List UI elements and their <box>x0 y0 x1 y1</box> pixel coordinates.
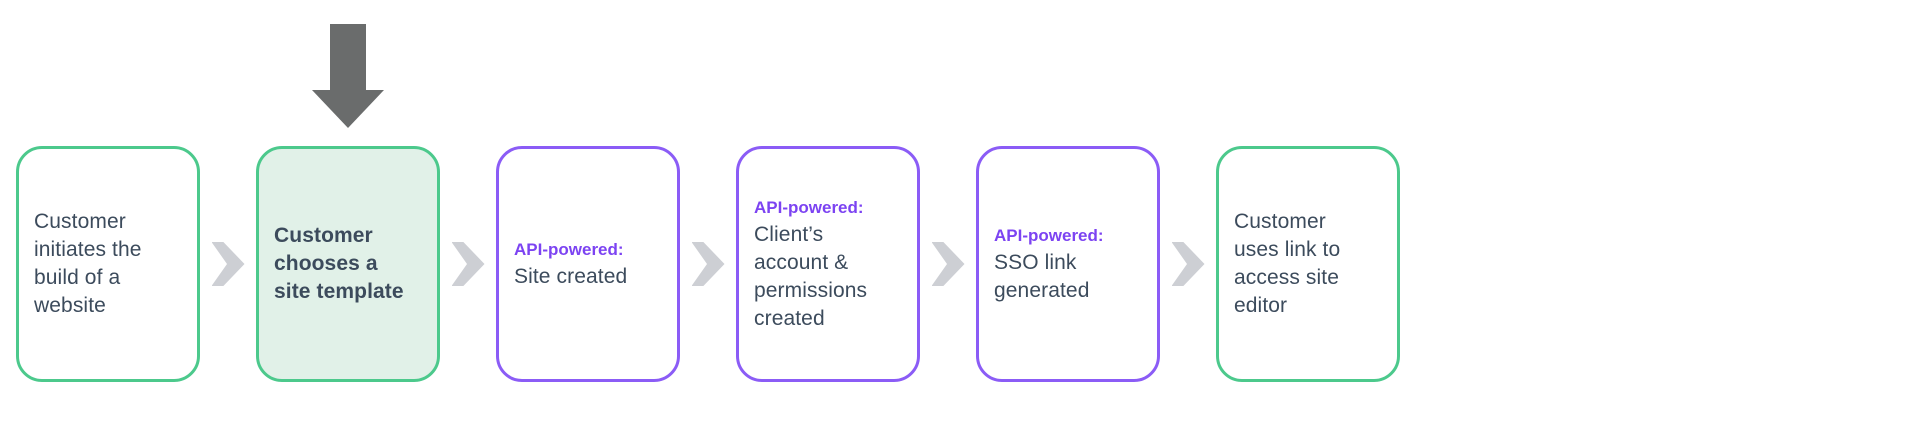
arrow-down-icon-head <box>312 90 384 128</box>
step-text: Customer initiates the build of a websit… <box>34 210 142 317</box>
chevron-right-icon <box>1171 242 1205 286</box>
step-customer-initiates-build: Customer initiates the build of a websit… <box>16 146 200 382</box>
step-site-created: API-powered: Site created <box>496 146 680 382</box>
step-separator <box>200 146 256 382</box>
step-separator <box>920 146 976 382</box>
api-powered-label: API-powered: <box>994 226 1104 245</box>
step-customer-chooses-template: Customer chooses a site template <box>256 146 440 382</box>
chevron-right-icon <box>691 242 725 286</box>
step-separator <box>1160 146 1216 382</box>
step-separator <box>440 146 496 382</box>
chevron-right-icon <box>931 242 965 286</box>
step-customer-accesses-editor: Customer uses link to access site editor <box>1216 146 1400 382</box>
api-powered-label: API-powered: <box>754 198 864 217</box>
chevron-right-icon <box>211 242 245 286</box>
step-separator <box>680 146 736 382</box>
step-client-account-permissions: API-powered: Client’s account & permissi… <box>736 146 920 382</box>
step-sso-link-generated: API-powered: SSO link generated <box>976 146 1160 382</box>
arrow-down-icon <box>330 24 366 91</box>
step-text: Customer chooses a site template <box>274 224 404 303</box>
api-powered-label: API-powered: <box>514 240 624 259</box>
step-text: Site created <box>514 265 628 288</box>
chevron-right-icon <box>451 242 485 286</box>
step-text: Customer uses link to access site editor <box>1234 210 1341 317</box>
step-text: Client’s account & permissions created <box>754 223 868 330</box>
flow-steps-row: Customer initiates the build of a websit… <box>16 146 1400 382</box>
step-text: SSO link generated <box>994 251 1090 302</box>
